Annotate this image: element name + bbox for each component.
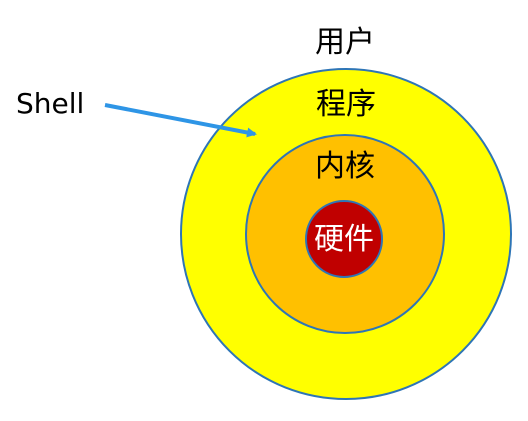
shell-pointer-arrow [104, 103, 257, 138]
program-label: 程序 [316, 87, 376, 122]
shell-label: Shell [16, 87, 84, 120]
user-label: 用户 [315, 25, 375, 60]
hardware-label: 硬件 [314, 222, 374, 257]
hardware-core-circle [305, 200, 383, 278]
kernel-label: 内核 [315, 149, 375, 184]
